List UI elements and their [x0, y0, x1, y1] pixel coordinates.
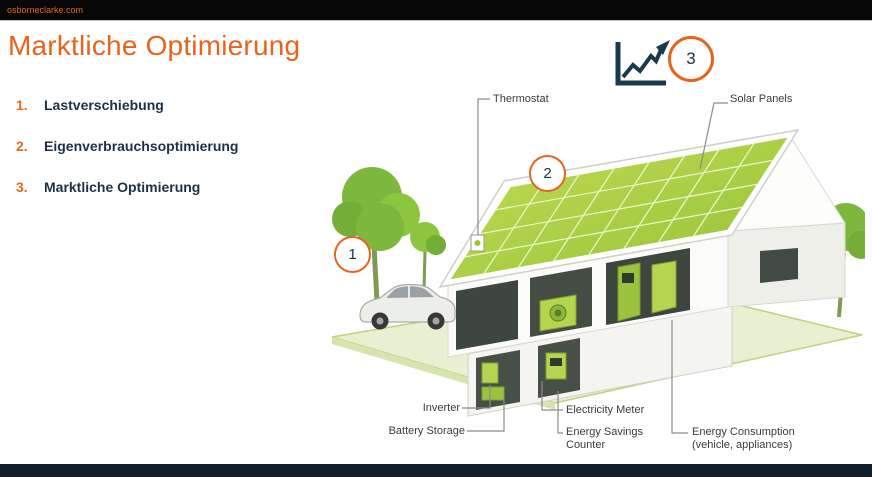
- solar-panels-label: Solar Panels: [730, 93, 793, 105]
- battery-storage-label: Battery Storage: [388, 425, 465, 437]
- inverter-label: Inverter: [422, 402, 460, 414]
- list-number: 1.: [16, 97, 28, 113]
- appliance-box: [617, 262, 641, 322]
- tree-left: [332, 167, 420, 304]
- marker-1-badge: 1: [334, 236, 371, 273]
- inverter-box: [481, 362, 499, 384]
- header-divider: [0, 20, 872, 21]
- energy-consumption-label: Energy Consumption (vehicle, appliances): [692, 426, 822, 452]
- top-bar: osborneclarke.com: [0, 0, 872, 20]
- thermostat-device: [470, 234, 485, 252]
- energy-consumption-line2: (vehicle, appliances): [692, 439, 793, 451]
- energy-consumption-line1: Energy Consumption: [692, 426, 795, 438]
- list-number: 2.: [16, 138, 28, 154]
- thermostat-label: Thermostat: [493, 93, 549, 105]
- energy-savings-counter-label: Energy Savings Counter: [566, 426, 644, 451]
- list-item-eigenverbrauchsoptimierung: 2. Eigenverbrauchsoptimierung: [16, 138, 238, 154]
- house-energy-illustration: Thermostat Solar Panels Inverter Battery…: [330, 85, 865, 465]
- marker-2-badge: 2: [529, 155, 566, 192]
- list-label: Lastverschiebung: [44, 97, 164, 113]
- solar-roof: [438, 128, 800, 289]
- house-walls: [447, 135, 846, 358]
- list-item-lastverschiebung: 1. Lastverschiebung: [16, 97, 238, 113]
- site-url: osborneclarke.com: [7, 5, 84, 15]
- tree-left-small: [410, 222, 446, 292]
- list-item-marktliche-optimierung: 3. Marktliche Optimierung: [16, 179, 238, 195]
- appliance-box-2: [651, 260, 677, 314]
- marker-3-badge: 3: [668, 36, 714, 82]
- connector-lines: [462, 98, 728, 434]
- garage-opening: [456, 280, 518, 350]
- house-scene-svg: [331, 98, 865, 434]
- growth-chart-icon: [612, 38, 670, 95]
- list-label: Marktliche Optimierung: [44, 179, 201, 195]
- basement: [467, 303, 733, 417]
- electricity-meter-label: Electricity Meter: [566, 404, 645, 416]
- footer-bar: [0, 464, 872, 477]
- agenda-list: 1. Lastverschiebung 2. Eigenverbrauchsop…: [16, 97, 238, 220]
- battery-box: [481, 386, 505, 401]
- electric-car: [359, 283, 456, 330]
- page-title: Marktliche Optimierung: [8, 30, 301, 61]
- list-label: Eigenverbrauchsoptimierung: [44, 138, 239, 154]
- window-opening: [760, 248, 798, 283]
- list-number: 3.: [16, 179, 28, 195]
